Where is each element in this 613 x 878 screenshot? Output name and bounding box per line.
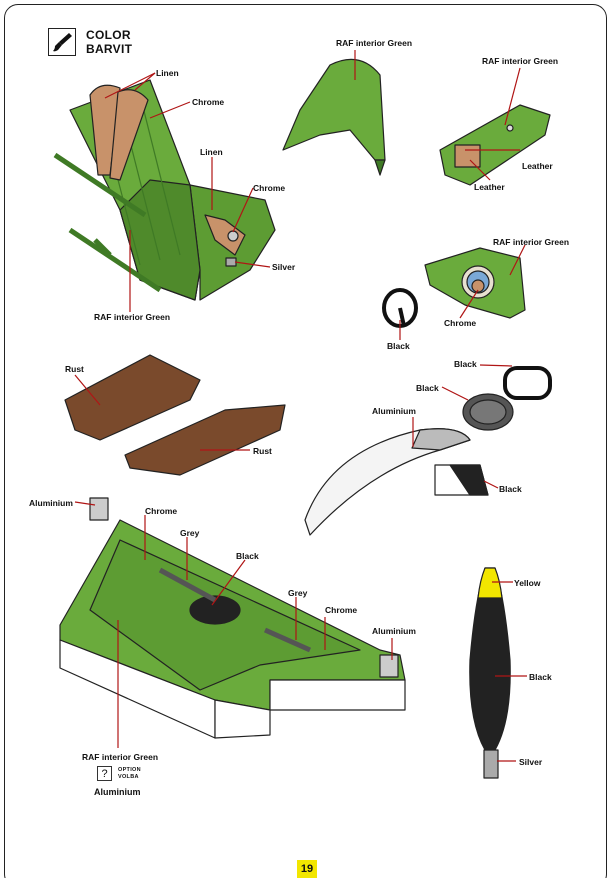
label-seat-green: RAF interior Green <box>94 312 171 322</box>
label-floor-aluminium-1: Aluminium <box>29 498 73 508</box>
label-floor-chrome-2: Chrome <box>325 605 358 615</box>
label-panel-leather-2: Leather <box>474 182 505 192</box>
label-floor-aluminium-2: Aluminium <box>372 626 416 636</box>
label-seat-linen-2: Linen <box>200 147 223 157</box>
propeller-drawing <box>469 567 511 779</box>
label-floor-black: Black <box>236 551 259 561</box>
label-seat-chrome-2: Chrome <box>253 183 286 193</box>
label-panel-leather-1: Leather <box>522 161 553 171</box>
label-prop-silver: Silver <box>519 757 543 767</box>
header-line-color: COLOR <box>86 28 131 42</box>
label-pedal-rust-1: Rust <box>65 364 84 374</box>
label-ring-black: Black <box>454 359 477 369</box>
label-panel-green: RAF interior Green <box>482 56 559 66</box>
ring-pad-drawing <box>462 366 552 431</box>
header-line-barvit: BARVIT <box>86 42 133 56</box>
cockpit-floor-drawing <box>59 497 406 739</box>
leader-lines <box>74 50 527 762</box>
pedals-drawing <box>64 354 286 476</box>
label-seat-chrome: Chrome <box>192 97 225 107</box>
label-seat-linen: Linen <box>156 68 179 78</box>
label-pad-black: Black <box>416 383 439 393</box>
option-line-2: VOLBA <box>118 773 139 780</box>
windscreen-drawing <box>304 428 489 536</box>
side-panel-drawing <box>439 104 551 186</box>
color-header-box <box>48 28 76 56</box>
option-line-1: OPTION <box>118 767 141 773</box>
label-floor-grey-2: Grey <box>288 588 308 598</box>
armor-plate-drawing <box>282 58 386 176</box>
label-armor-green: RAF interior Green <box>336 38 413 48</box>
color-header-title: COLOR BARVIT <box>86 28 132 56</box>
paint-brush-icon <box>53 33 72 52</box>
seat-drawing <box>53 79 276 301</box>
label-block-black: Black <box>499 484 522 494</box>
label-pedal-rust-2: Rust <box>253 446 272 456</box>
label-windscreen-aluminium: Aluminium <box>372 406 416 416</box>
label-prop-black: Black <box>529 672 552 682</box>
option-text: OPTION VOLBA <box>118 767 141 780</box>
label-floor-chrome-1: Chrome <box>145 506 178 516</box>
gauge-frame-drawing <box>424 247 526 319</box>
label-wheel-black: Black <box>387 341 410 351</box>
label-prop-yellow: Yellow <box>514 578 541 588</box>
label-seat-silver: Silver <box>272 262 296 272</box>
label-floor-grey-1: Grey <box>180 528 200 538</box>
label-frame-green: RAF interior Green <box>493 237 570 247</box>
label-frame-chrome: Chrome <box>444 318 477 328</box>
page-number: 19 <box>297 860 317 878</box>
page-frame <box>4 4 607 878</box>
option-alternative: Aluminium <box>94 787 141 797</box>
label-floor-green: RAF interior Green <box>82 752 159 762</box>
option-mark: ? <box>97 766 112 781</box>
